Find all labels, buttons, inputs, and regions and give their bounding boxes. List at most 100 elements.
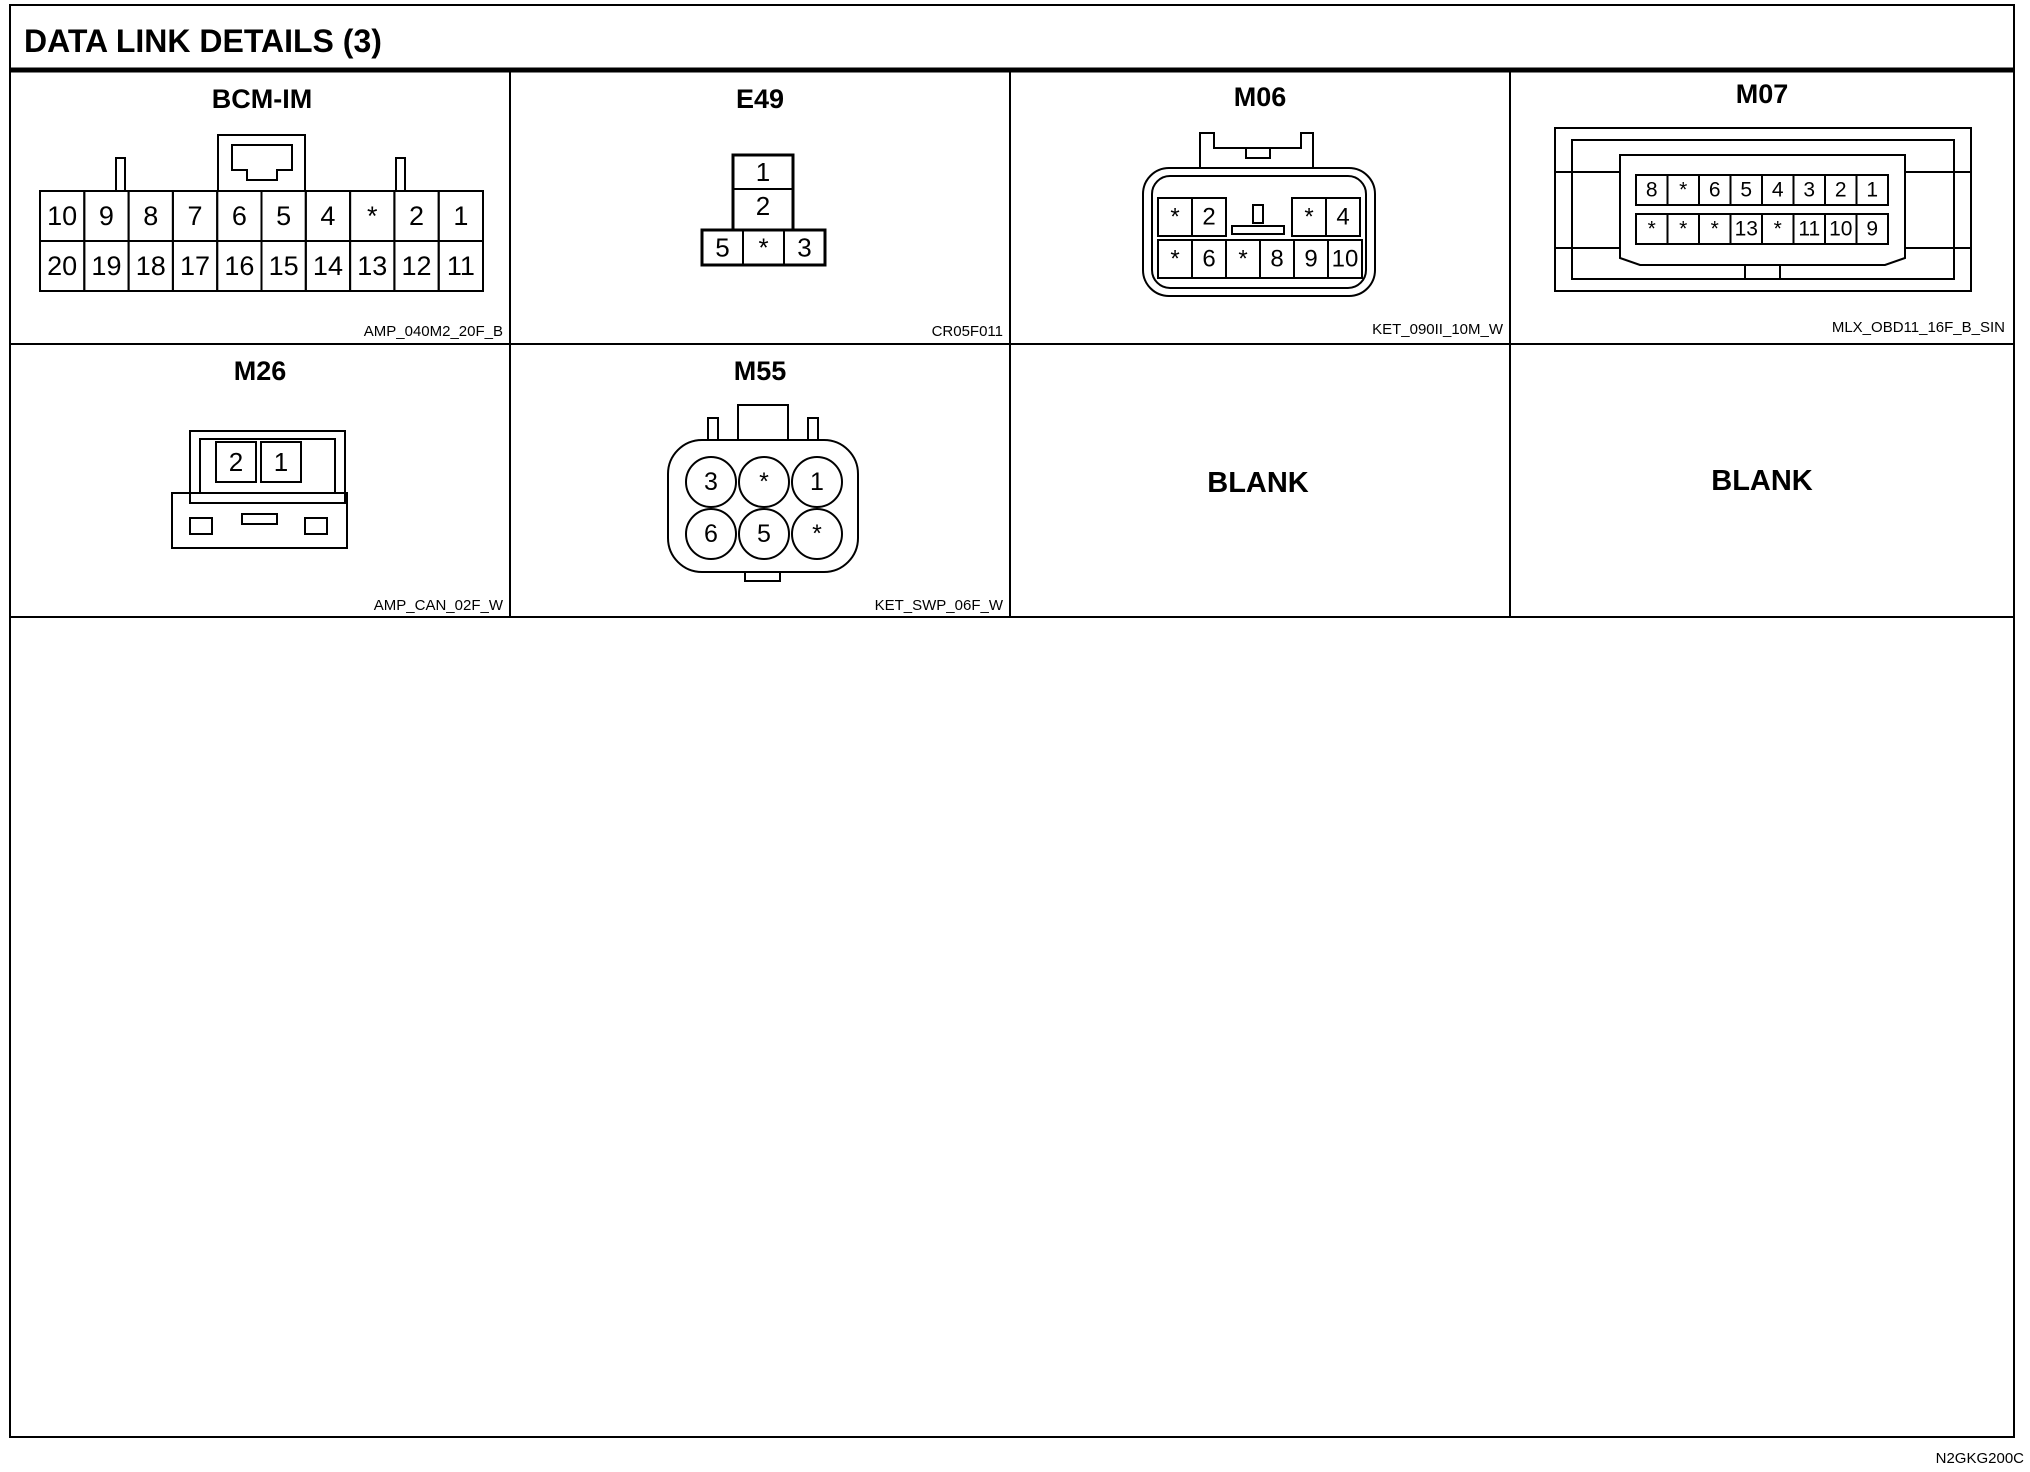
pin-grid: 1 25 * 3 [701, 157, 826, 266]
pin-label: 8 [143, 201, 158, 231]
connector-name: M55 [734, 356, 787, 386]
connector-outline [1142, 132, 1376, 297]
page-title: DATA LINK DETAILS (3) [24, 23, 382, 59]
pin-label: 2 [229, 447, 243, 477]
pin-label: 2 [1202, 204, 1215, 231]
pin-label: * [1774, 218, 1782, 241]
pin-label: 17 [180, 251, 210, 281]
pin-label: 1 [453, 201, 468, 231]
pin-label: 2 [409, 201, 424, 231]
pin-label: 3 [704, 468, 718, 496]
pin-label: 5 [757, 520, 771, 548]
connector-outline [667, 404, 859, 582]
pin-cell [1325, 197, 1361, 237]
pin-cell [1855, 213, 1889, 245]
pin-cell [260, 441, 302, 483]
pin-label: 4 [320, 201, 335, 231]
pin-label: 2 [756, 191, 770, 221]
pin-label: 1 [756, 157, 770, 187]
pin-cell [685, 508, 737, 560]
pin-label: 15 [269, 251, 299, 281]
pin-label: * [1679, 179, 1687, 202]
document-code: N2GKG200C [1936, 1450, 2025, 1467]
pin-label: 16 [224, 251, 254, 281]
pin-cell [215, 441, 257, 483]
pin-label: * [758, 233, 768, 263]
pin-label: 5 [276, 201, 291, 231]
connector-outline [1554, 127, 1972, 292]
pin-label: 20 [47, 251, 77, 281]
part-number: KET_SWP_06F_W [875, 597, 1004, 614]
pin-label: * [1170, 246, 1179, 273]
pin-label: * [812, 520, 822, 548]
pin-label: 8 [1270, 246, 1283, 273]
pin-label: 7 [188, 201, 203, 231]
pin-cell [738, 456, 790, 508]
connector-name: BCM-IM [212, 84, 312, 114]
pin-label: 5 [1740, 179, 1752, 202]
pin-label: * [1238, 246, 1247, 273]
pin-label: 10 [1829, 218, 1852, 241]
pin-cell [1855, 174, 1889, 206]
connector-outline [171, 430, 348, 549]
connector-cell-e49: E49 125*3 CR05F011 [700, 84, 1003, 340]
pin-cell [783, 229, 826, 266]
pin-label: * [1304, 204, 1313, 231]
pin-cell [1191, 197, 1227, 237]
pin-label: 9 [1866, 218, 1878, 241]
pin-label: 18 [136, 251, 166, 281]
pin-label: 6 [232, 201, 247, 231]
pin-cell [791, 456, 843, 508]
blank-cell-label: BLANK [1207, 467, 1309, 499]
connector-name: M06 [1234, 82, 1287, 112]
pin-label: * [1679, 218, 1687, 241]
pin-cell [685, 456, 737, 508]
pin-label: 11 [1798, 218, 1820, 241]
pin-label: 6 [1202, 246, 1215, 273]
pin-label: 1 [1866, 179, 1878, 202]
pin-label: 9 [1304, 246, 1317, 273]
pin-label: * [1648, 218, 1656, 241]
pin-label: 13 [1735, 218, 1758, 241]
pin-label: 14 [313, 251, 343, 281]
sheet-frame [9, 4, 2015, 1438]
part-number: CR05F011 [932, 323, 1003, 340]
part-number: KET_090II_10M_W [1372, 321, 1504, 338]
pin-label: 12 [402, 251, 432, 281]
pin-cell [437, 240, 485, 292]
pin-cell [791, 508, 843, 560]
pin-label: 3 [1803, 179, 1815, 202]
connector-cell-m55: M55 3 * 1 6 5 * KET_SWP_06F_W [667, 356, 1004, 614]
pin-label: * [759, 468, 769, 496]
pin-label: 6 [1709, 179, 1721, 202]
pin-grid: 3 * 1 6 5 * [685, 456, 843, 560]
pin-label: 11 [447, 251, 475, 281]
pin-label: 3 [797, 233, 811, 263]
part-number: AMP_CAN_02F_W [374, 597, 504, 614]
pin-label: 19 [91, 251, 121, 281]
pin-label: * [1170, 204, 1179, 231]
pin-label: 10 [1332, 246, 1359, 273]
pin-label: * [1711, 218, 1719, 241]
pin-label: 8 [1646, 179, 1658, 202]
pin-label: 4 [1772, 179, 1784, 202]
connector-name: M26 [234, 356, 287, 386]
blank-cell-label: BLANK [1711, 465, 1813, 497]
part-number: AMP_040M2_20F_B [364, 323, 503, 340]
pin-label: * [367, 201, 378, 231]
pin-cell [738, 508, 790, 560]
pin-label: 13 [357, 251, 387, 281]
pin-label: 9 [99, 201, 114, 231]
pin-label: 6 [704, 520, 718, 548]
pin-label: 1 [810, 468, 824, 496]
pin-label: 5 [715, 233, 729, 263]
